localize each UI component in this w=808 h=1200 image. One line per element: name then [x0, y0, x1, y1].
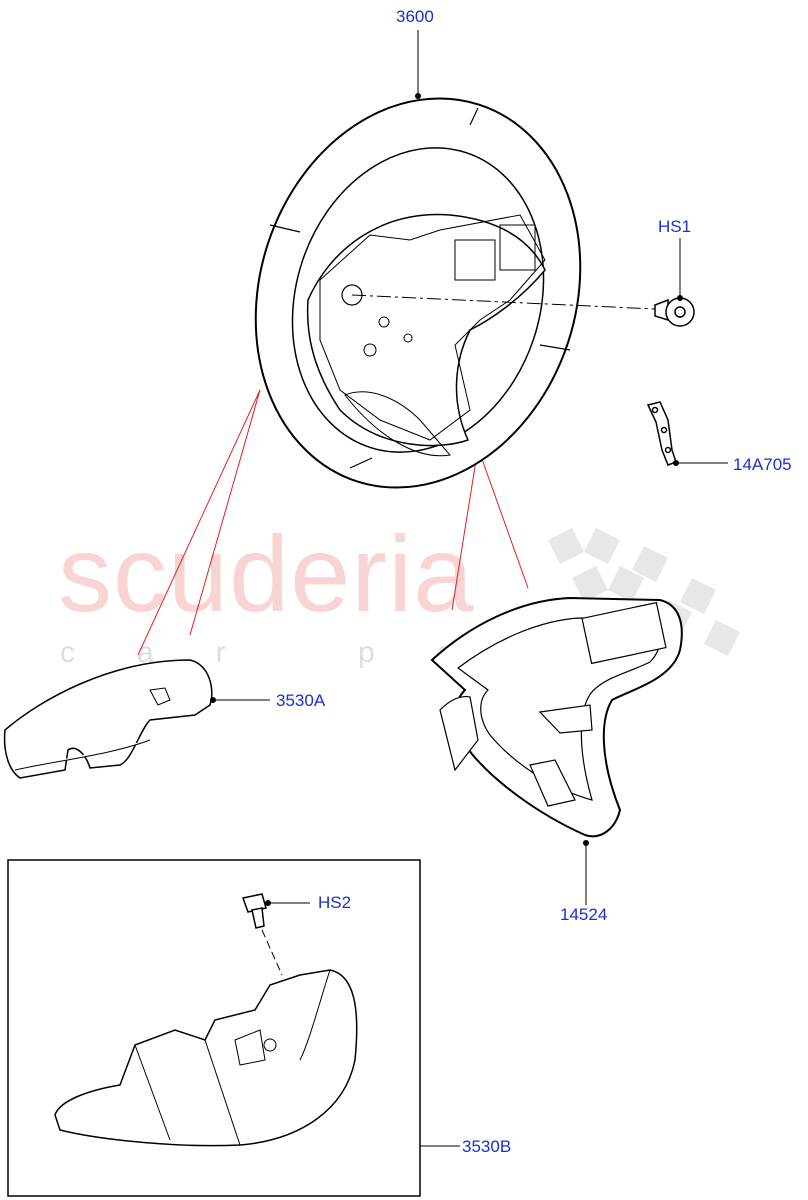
14524-bezel-part[interactable] — [430, 596, 683, 838]
inset-frame — [7, 859, 421, 1197]
callout-hs1[interactable]: HS1 — [658, 217, 692, 236]
watermark-title: scuderia — [58, 513, 475, 634]
hs2-centerline — [261, 929, 283, 976]
leader-lines — [213, 30, 728, 1147]
steering-wheel-part[interactable] — [207, 56, 630, 530]
callout-14524[interactable]: 14524 — [560, 905, 608, 924]
hs1-bolt-part[interactable] — [654, 297, 695, 327]
3530a-shroud-part[interactable] — [3, 659, 213, 779]
watermark-flag — [548, 528, 740, 656]
callout-3600[interactable]: 3600 — [396, 7, 434, 26]
callout-3530b[interactable]: 3530B — [462, 1137, 512, 1156]
14a705-bracket-part[interactable] — [646, 401, 677, 466]
callout-3530a[interactable]: 3530A — [276, 691, 326, 710]
3530b-shroud-part[interactable] — [54, 969, 358, 1147]
hs2-screw-part[interactable] — [242, 893, 267, 929]
hs1-centerline — [351, 294, 656, 310]
callout-14a705[interactable]: 14A705 — [733, 455, 792, 474]
reference-lines — [137, 389, 529, 656]
leader-dots — [210, 93, 683, 906]
callout-hs2[interactable]: HS2 — [318, 893, 352, 912]
